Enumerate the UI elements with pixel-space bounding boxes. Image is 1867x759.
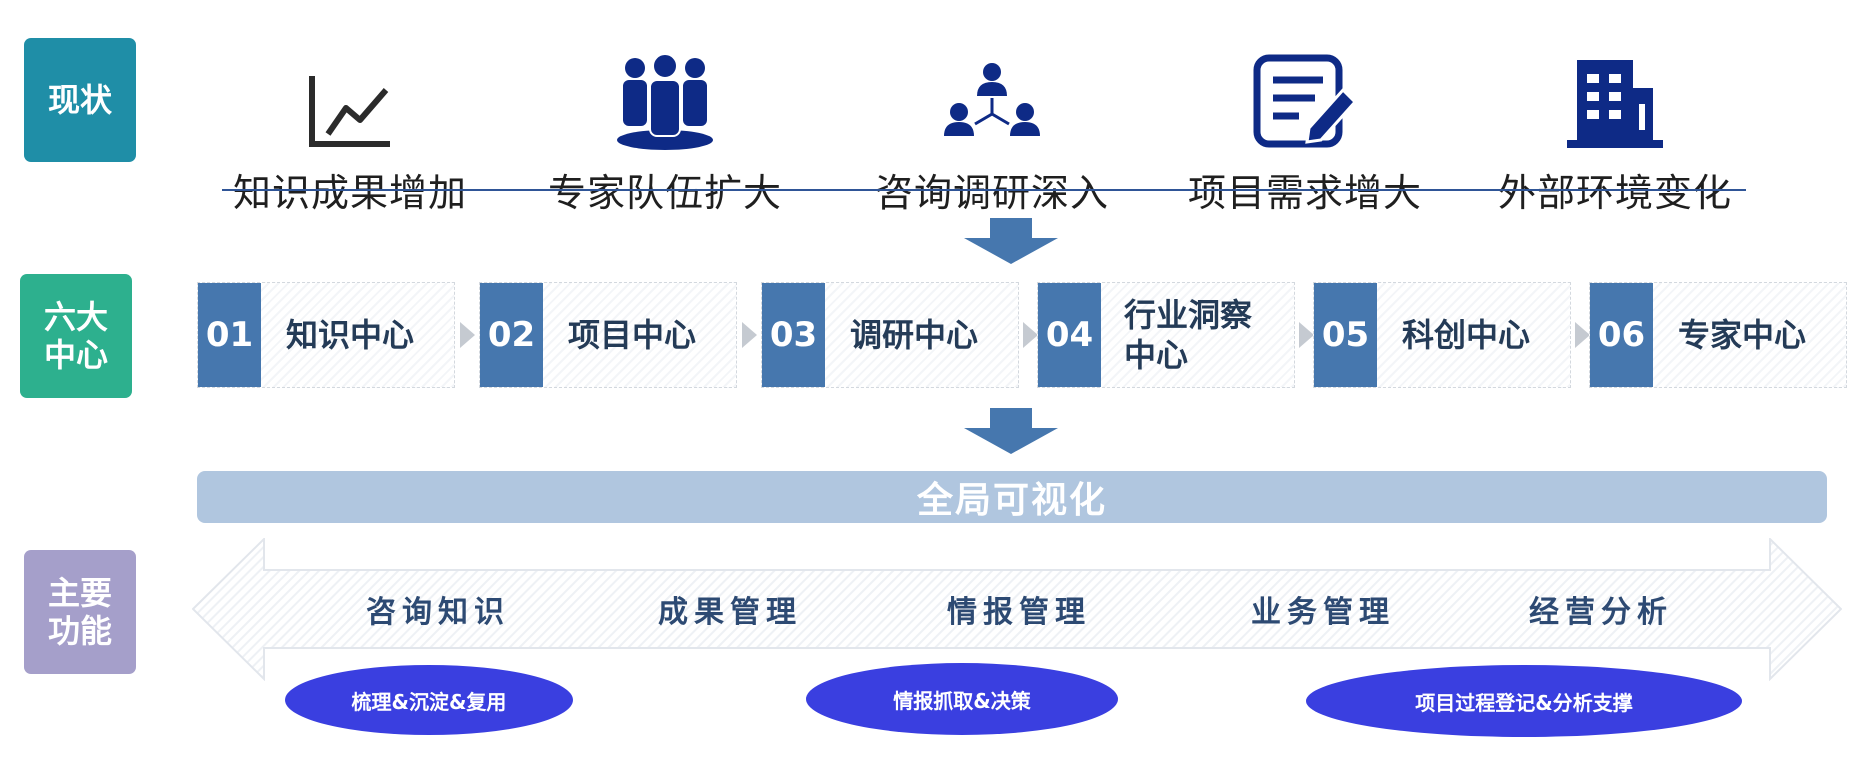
center-card-expert: 06 专家中心 [1589, 282, 1847, 388]
chevron-right-icon [460, 322, 475, 348]
center-card-research: 03 调研中心 [761, 282, 1019, 388]
status-item-knowledge: 知识成果增加 [210, 42, 490, 217]
status-text: 外部环境变化 [1497, 171, 1732, 215]
center-name: 专家中心 [1678, 316, 1807, 354]
pill-intelligence-decision: 情报抓取&决策 [806, 663, 1118, 735]
double-arrow-icon [192, 538, 1842, 681]
six-centers-label: 六大 中心 [20, 274, 132, 398]
center-card-industry-insight: 04 行业洞察 中心 [1037, 282, 1295, 388]
status-text: 咨询调研深入 [874, 171, 1109, 215]
global-visualization-bar: 全局可视化 [197, 471, 1827, 523]
function-operations-analysis: 经营分析 [1529, 595, 1673, 630]
center-name: 知识中心 [286, 316, 415, 354]
pill-project-process: 项目过程登记&分析支撑 [1306, 665, 1742, 737]
status-text: 知识成果增加 [232, 171, 467, 215]
status-item-demand: 项目需求增大 [1165, 42, 1445, 217]
status-text: 项目需求增大 [1187, 171, 1422, 215]
center-number: 05 [1314, 283, 1377, 387]
line-chart-icon [210, 42, 490, 150]
edit-document-icon [1165, 42, 1445, 150]
status-item-experts: 专家队伍扩大 [525, 42, 805, 217]
down-arrow-icon [964, 408, 1058, 454]
center-card-innovation: 05 科创中心 [1313, 282, 1571, 388]
function-consulting-knowledge: 咨询知识 [366, 595, 510, 630]
status-item-research: 咨询调研深入 [852, 42, 1132, 217]
org-chart-icon [852, 42, 1132, 150]
center-name: 项目中心 [568, 316, 697, 354]
center-name: 科创中心 [1402, 316, 1531, 354]
center-name: 调研中心 [850, 316, 979, 354]
status-label: 现状 [24, 38, 136, 162]
pill-organize-reuse: 梳理&沉淀&复用 [285, 665, 573, 735]
center-number: 03 [762, 283, 825, 387]
building-icon [1475, 42, 1755, 150]
status-divider [222, 189, 1746, 191]
status-item-environment: 外部环境变化 [1475, 42, 1755, 217]
status-text: 专家队伍扩大 [547, 171, 782, 215]
center-name: 行业洞察 中心 [1124, 296, 1253, 374]
center-number: 02 [480, 283, 543, 387]
center-number: 06 [1590, 283, 1653, 387]
chevron-right-icon [1299, 322, 1314, 348]
center-number: 01 [198, 283, 261, 387]
team-icon [525, 42, 805, 150]
down-arrow-icon [964, 218, 1058, 264]
function-results-management: 成果管理 [658, 595, 802, 630]
chevron-right-icon [742, 322, 757, 348]
function-intelligence-management: 情报管理 [947, 595, 1091, 630]
chevron-right-icon [1575, 322, 1590, 348]
center-number: 04 [1038, 283, 1101, 387]
function-business-management: 业务管理 [1251, 595, 1395, 630]
center-card-project: 02 项目中心 [479, 282, 737, 388]
main-functions-label: 主要 功能 [24, 550, 136, 674]
center-card-knowledge: 01 知识中心 [197, 282, 455, 388]
chevron-right-icon [1023, 322, 1038, 348]
